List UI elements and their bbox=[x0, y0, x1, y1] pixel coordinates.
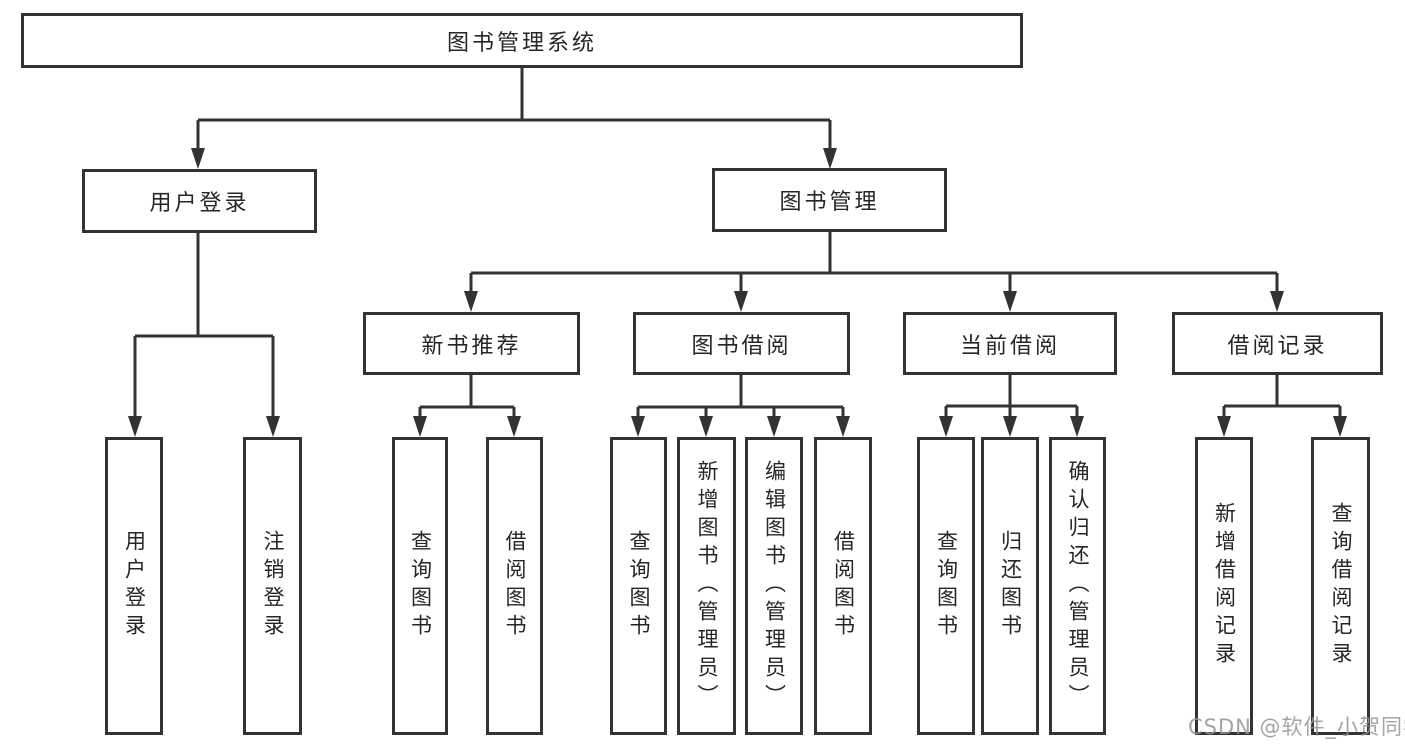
leaf-current-query-books: 查询图书 bbox=[917, 437, 975, 735]
leaf-borrow-borrow-books: 借阅图书 bbox=[814, 437, 872, 735]
leaf-borrow-edit-books-admin: 编辑图书（管理员） bbox=[745, 437, 803, 735]
leaf-current-return-books: 归还图书 bbox=[981, 437, 1039, 735]
arrowheads bbox=[128, 148, 1347, 437]
node-user-login: 用户登录 bbox=[82, 169, 317, 233]
leaf-current-confirm-return-admin: 确认归还（管理员） bbox=[1049, 437, 1106, 735]
leaf-borrow-query-books: 查询图书 bbox=[610, 437, 667, 735]
leaf-user-login: 用户登录 bbox=[105, 437, 163, 735]
leaf-records-add-borrow-record: 新增借阅记录 bbox=[1195, 437, 1253, 735]
node-book-borrowing: 图书借阅 bbox=[633, 312, 850, 375]
node-current-borrowing: 当前借阅 bbox=[903, 312, 1117, 375]
leaf-newrec-query-books: 查询图书 bbox=[392, 437, 448, 735]
csdn-watermark: CSDN @软件_小贺同学 bbox=[1188, 715, 1405, 739]
node-borrow-records: 借阅记录 bbox=[1172, 312, 1383, 375]
node-library-system: 图书管理系统 bbox=[21, 13, 1023, 68]
node-new-book-recommend: 新书推荐 bbox=[363, 312, 580, 375]
leaf-logout: 注销登录 bbox=[243, 437, 302, 735]
leaf-newrec-borrow-books: 借阅图书 bbox=[486, 437, 543, 735]
leaf-borrow-add-books-admin: 新增图书（管理员） bbox=[677, 437, 736, 735]
node-book-management: 图书管理 bbox=[712, 168, 947, 232]
leaf-records-query-borrow-record: 查询借阅记录 bbox=[1311, 437, 1370, 735]
